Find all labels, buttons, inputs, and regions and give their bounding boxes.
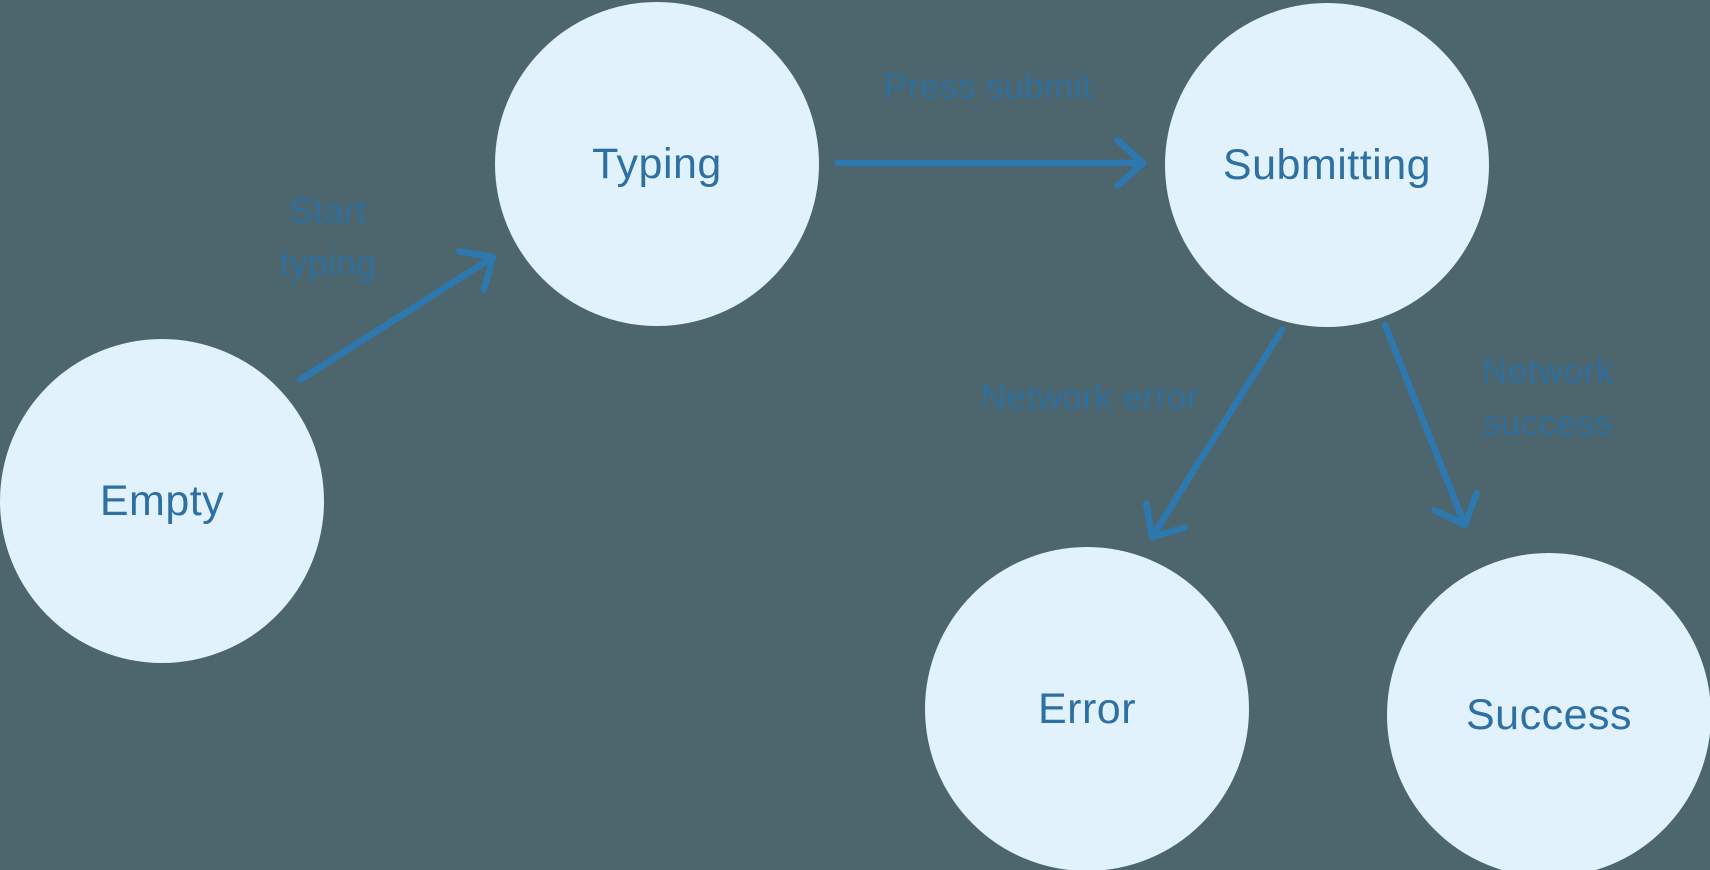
transition-label-network-success: Network success <box>1482 352 1614 443</box>
state-node-error: Error <box>925 547 1249 870</box>
state-node-typing: Typing <box>495 2 819 326</box>
transition-label-start-typing: Start typing <box>279 192 377 283</box>
arrowhead-icon <box>456 248 497 293</box>
arrow-network-error <box>1142 326 1286 541</box>
transition-label-network-error: Network error <box>980 378 1200 417</box>
state-label-error: Error <box>1037 684 1137 733</box>
arrowhead-icon <box>1114 137 1147 189</box>
arrowhead-icon <box>1142 500 1188 541</box>
arrowhead-icon <box>1431 489 1480 529</box>
transition-label-press-submit: Press submit <box>883 67 1093 106</box>
state-node-submitting: Submitting <box>1165 3 1489 327</box>
state-node-empty: Empty <box>0 339 324 663</box>
state-label-success: Success <box>1465 690 1632 739</box>
state-label-empty: Empty <box>99 476 225 525</box>
state-label-typing: Typing <box>592 139 722 188</box>
state-node-success: Success <box>1387 553 1710 870</box>
state-label-submitting: Submitting <box>1222 140 1432 189</box>
arrow-press-submit <box>834 137 1147 189</box>
